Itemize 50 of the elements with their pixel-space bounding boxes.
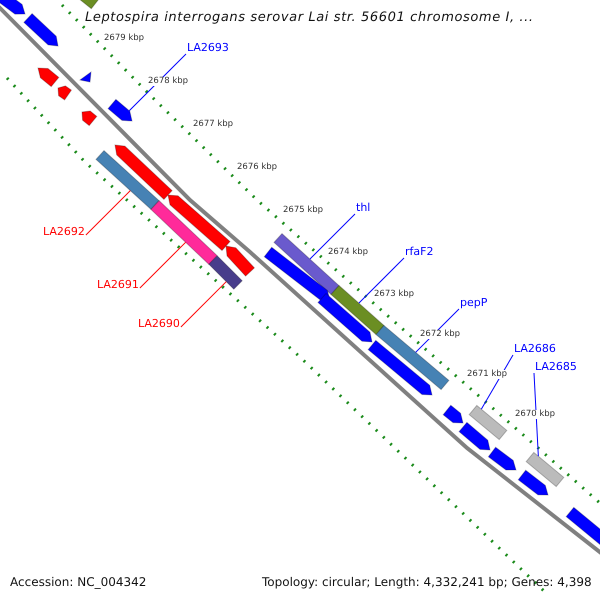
gene-feature [150,200,218,266]
gene-feature [107,98,133,122]
leader-line [534,372,539,457]
tick-label: 2670 kbp [514,410,556,418]
leader-line [85,190,131,236]
leader-line [358,258,404,304]
leader-line [309,214,356,260]
gene-feature [114,144,173,200]
tick-label: 2675 kbp [282,206,324,214]
tick-label: 2676 kbp [236,163,278,172]
gene-feature [518,470,549,496]
gene-feature [317,292,373,343]
title: Leptospira interrogans serovar Lai str. 56601 chromosome I, ... [85,11,534,24]
gene-label: LA2692 [43,226,85,237]
tick-label: 2678 kbp [147,77,190,86]
gene-label: LA2690 [138,318,180,329]
gene-feature [23,12,59,47]
gene-feature [526,452,564,488]
tick-label: 2677 kbp [192,120,234,128]
tick-label: 2673 kbp [373,290,416,298]
tick-label: 2672 kbp [419,330,462,338]
gene-feature [57,85,72,101]
footer-text: Topology: circular; Length: 4,332,241 bp; Genes: 4,398 [262,576,592,588]
gene-feature [95,150,160,210]
gene-feature [488,446,517,470]
gene-label: rfaF2 [405,246,434,257]
gene-feature [37,67,60,88]
footer-text: Accession: NC_004342 [10,576,146,588]
gene-label: LA2685 [535,361,577,372]
gene-feature [78,70,92,83]
gene-label: LA2693 [187,42,229,53]
gene-label: pepP [460,297,488,308]
gene-label: thl [356,202,370,213]
gene-feature [167,194,231,252]
tick-label: 2674 kbp [327,248,370,256]
gene-feature [468,404,508,440]
gene-feature [225,245,256,277]
gene-feature [368,340,433,396]
gene-feature [208,255,243,290]
gene-feature [566,506,600,546]
gene-label: LA2691 [97,279,139,290]
gene-feature [81,110,98,126]
gene-feature [0,0,26,15]
leader-line [139,242,186,288]
gene-feature [442,404,464,424]
gene-feature [458,422,491,451]
gene-label: LA2686 [514,343,556,354]
leader-line [180,281,227,328]
tick-label: 2671 kbp [466,370,508,378]
tick-label: 2679 kbp [103,34,146,42]
